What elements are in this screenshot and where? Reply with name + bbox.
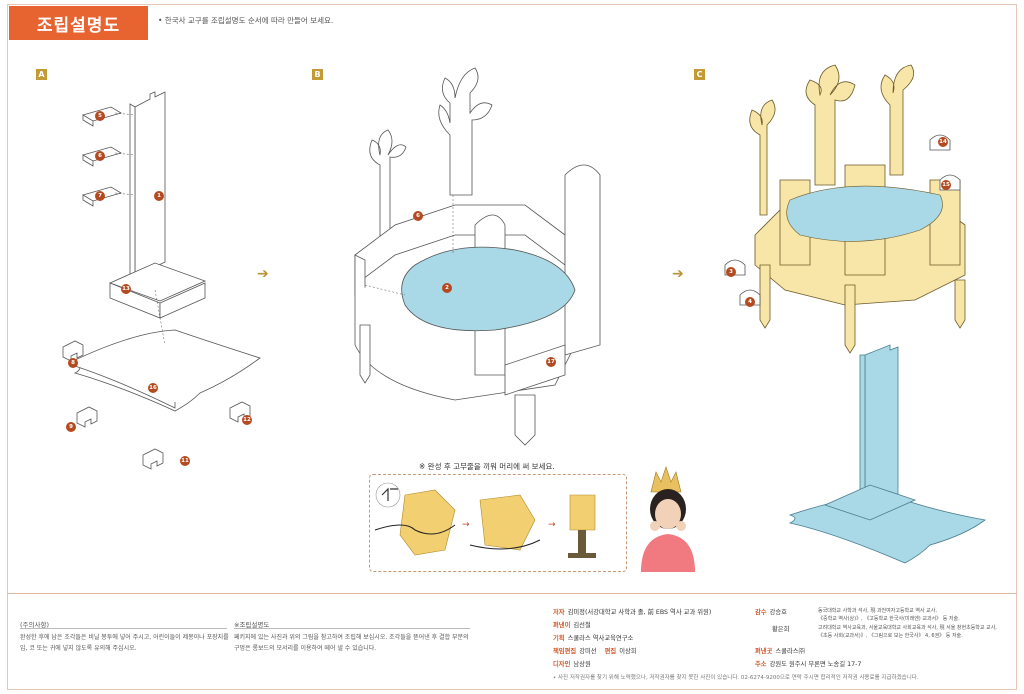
credit-value: 남상원 xyxy=(573,661,591,668)
part-number: 9 xyxy=(66,422,76,432)
footer-note: • 사진 저작권자를 찾기 위해 노력했으나, 저작권자를 찾지 못한 사진이 … xyxy=(553,675,919,681)
guide-title: ※조립설명도 xyxy=(234,621,270,629)
supervisor-name: 황은희 xyxy=(772,626,790,633)
photo-note: ※ 완성 후 고무줄을 끼워 머리에 써 보세요. xyxy=(419,462,555,471)
step-badge-a: A xyxy=(36,69,47,80)
part-number: 14 xyxy=(938,137,948,147)
credit-value: 이상희 xyxy=(619,648,637,655)
credit-value: 강미선 xyxy=(579,648,597,655)
credit-key: 감수 xyxy=(755,609,767,616)
step-b-diagram xyxy=(354,67,601,446)
part-number: 7 xyxy=(95,191,105,201)
credit-value: 김선철 xyxy=(573,622,591,629)
step-a-diagram xyxy=(62,91,261,470)
credit-key: 저자 xyxy=(553,609,565,616)
credit-key: 펴낸이 xyxy=(553,622,571,629)
part-number: 16 xyxy=(148,383,158,393)
part-number: 2 xyxy=(442,283,452,293)
bio-line: 고려대학교 역사교육과, 서울교육대학교 사회교육과 석사, 現 서울 창현초등… xyxy=(818,625,997,631)
part-number: 17 xyxy=(546,357,556,367)
credit-key: 책임편집 xyxy=(553,648,577,655)
photo-panel: → → xyxy=(369,474,627,572)
part-number: 8 xyxy=(68,358,78,368)
bio-line: 《중학교 역사(상)》, 《고등학교 한국사(미래엔) 교과서》 등 저술. xyxy=(818,616,960,622)
part-number: 6 xyxy=(95,151,105,161)
assembly-photos: → → xyxy=(374,482,596,558)
step-c-diagram xyxy=(724,64,986,564)
divider xyxy=(234,628,470,629)
caution-text: 완성한 후에 남은 조각들은 비닐 봉투에 넣어 주시고, 어린이들이 제몽이나… xyxy=(20,634,229,652)
svg-text:→: → xyxy=(462,520,470,530)
credit-value: 강원도 원주시 부론면 노송길 17-7 xyxy=(769,661,862,668)
part-number: 4 xyxy=(745,297,755,307)
bio-line: 동국대학교 사학과 석사, 現 과천여자고등학교 역사 교사, xyxy=(818,608,937,614)
supervisor-1-bio: 동국대학교 사학과 석사, 現 과천여자고등학교 역사 교사, 《중학교 역사(… xyxy=(818,607,960,623)
credit-key: 펴낸곳 xyxy=(755,648,773,655)
svg-text:→: → xyxy=(548,520,556,530)
child-wearing-crown-photo xyxy=(641,466,695,572)
caution-title: (주의사항) xyxy=(20,621,49,629)
step-badge-c: C xyxy=(694,69,705,80)
part-number: 5 xyxy=(95,111,105,121)
part-number: 12 xyxy=(242,415,252,425)
credit-key: 주소 xyxy=(755,661,767,668)
part-number: 15 xyxy=(941,180,951,190)
bio-line: 《초등 사회(교과서)》, 《그림으로 보는 한국사》 4, 6권》 등 저술. xyxy=(818,633,963,639)
part-number: 3 xyxy=(726,267,736,277)
credit-value: 스쿨라스㈜ xyxy=(775,648,805,655)
part-number: 11 xyxy=(180,456,190,466)
guide-text: 페키지에 있는 사진과 위의 그림을 참고하여 조립해 보십시오. 조각들을 뜯… xyxy=(234,634,469,652)
part-number: 13 xyxy=(121,284,131,294)
divider xyxy=(20,628,227,629)
page-subtitle: • 한국사 교구를 조립설명도 순서에 따라 만들어 보세요. xyxy=(158,16,334,25)
supervisor-2-bio: 고려대학교 역사교육과, 서울교육대학교 사회교육과 석사, 現 서울 창현초등… xyxy=(818,624,997,640)
credit-key: 기획 xyxy=(553,635,565,642)
supervisor-2: 황은희 xyxy=(772,624,789,633)
credit-key: 편집 xyxy=(604,648,617,655)
arrow-right-icon: ➔ xyxy=(257,266,269,282)
credit-value: 김미정(서강대학교 사학과 졸, 前 EBS 역사 교과 위원) xyxy=(567,609,712,616)
section-divider xyxy=(7,593,1017,594)
page-title: 조립설명도 xyxy=(9,6,148,40)
part-number: 6 xyxy=(413,211,423,221)
page-frame xyxy=(7,4,1017,690)
supervisor-name: 강승호 xyxy=(769,609,787,616)
credit-value: 스쿨라스 역사교육연구소 xyxy=(567,635,634,642)
arrow-right-icon: ➔ xyxy=(672,266,684,282)
step-badge-b: B xyxy=(312,69,323,80)
credit-key: 디자인 xyxy=(553,661,571,668)
part-number: 1 xyxy=(154,191,164,201)
